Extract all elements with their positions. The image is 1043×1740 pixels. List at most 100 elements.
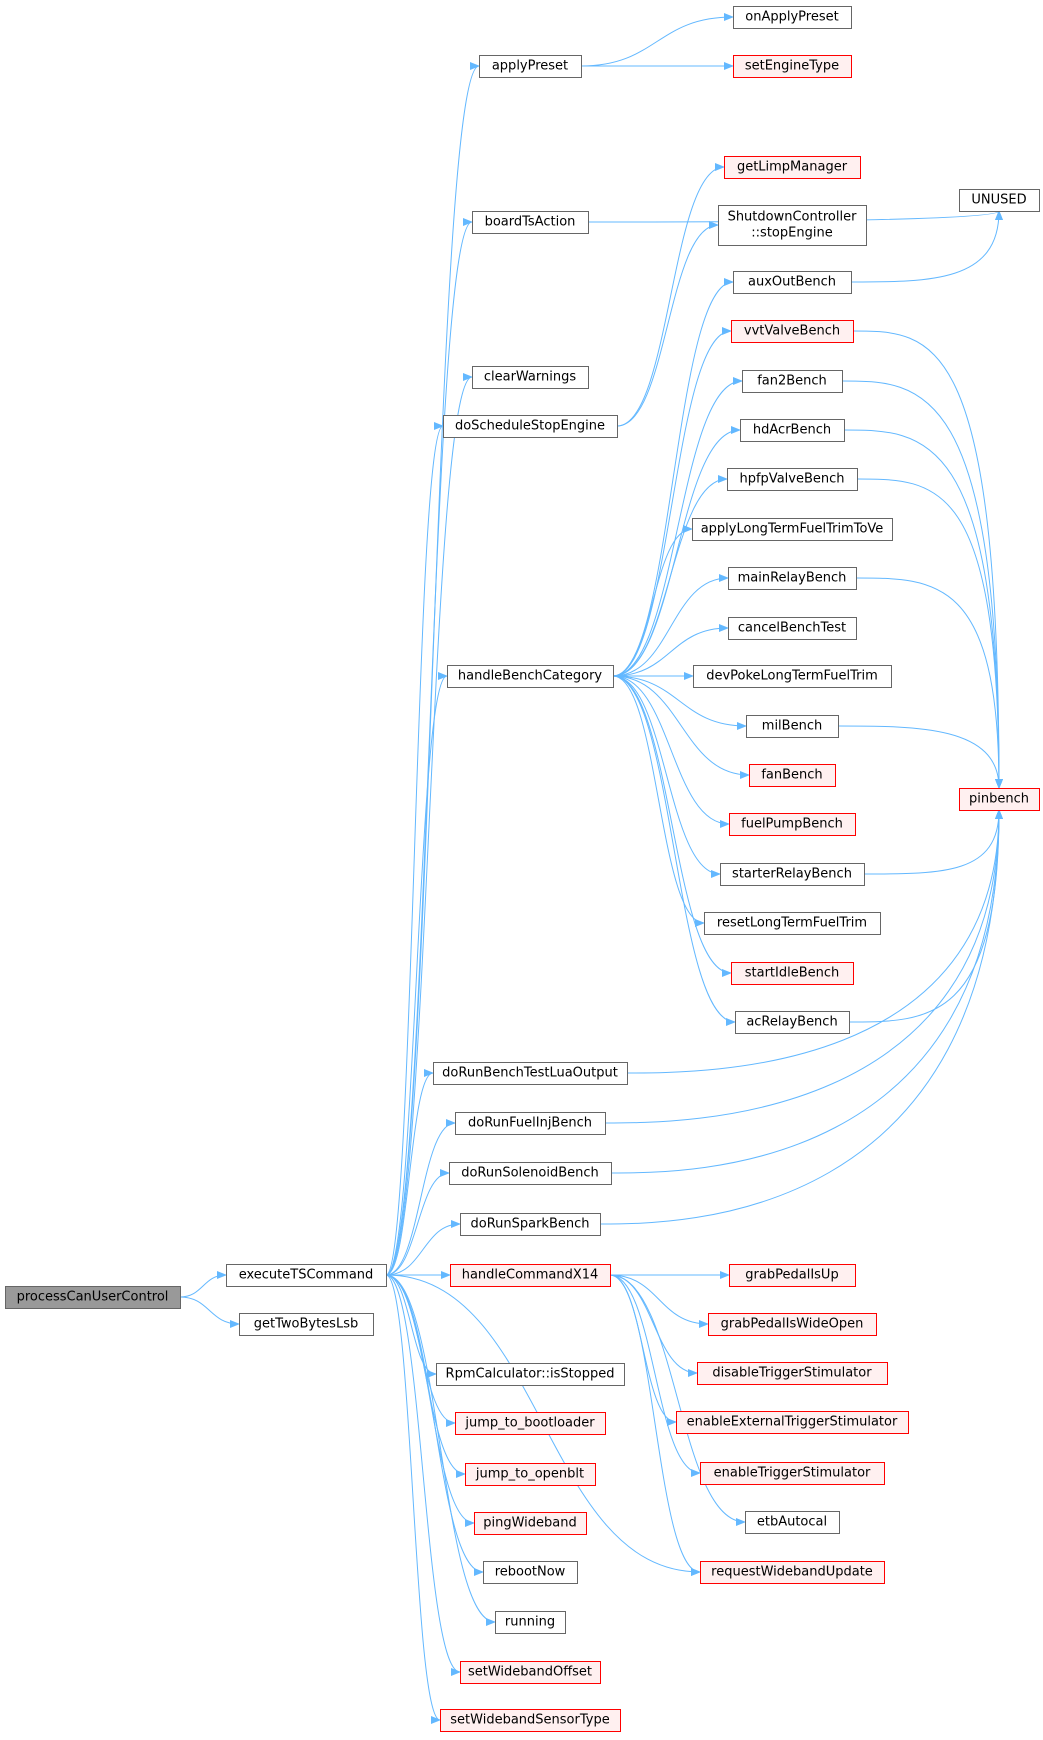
edge-starterRelayBench-to-pinbench (863, 809, 1003, 875)
node-box (729, 813, 856, 836)
graph-node-pingWideband[interactable]: pingWideband (474, 1512, 587, 1535)
node-label: executeTSCommand (239, 1268, 374, 1283)
graph-node-executeTSCommand[interactable]: executeTSCommand (226, 1264, 387, 1287)
node-box (733, 6, 852, 29)
graph-node-grabPedalIsWideOpen[interactable]: grabPedalIsWideOpen (708, 1313, 877, 1336)
edge-fan2Bench-to-pinbench (841, 380, 1003, 789)
node-label: doScheduleStopEngine (455, 419, 605, 434)
graph-node-doRunBenchTestLuaOutput[interactable]: doRunBenchTestLuaOutput (433, 1062, 628, 1085)
graph-node-UNUSED[interactable]: UNUSED (959, 189, 1040, 212)
node-box (433, 1062, 628, 1085)
graph-node-enableExternalTriggerStimulator[interactable]: enableExternalTriggerStimulator (676, 1411, 909, 1434)
node-label: milBench (762, 719, 822, 734)
node-box (495, 1611, 566, 1634)
graph-node-milBench[interactable]: milBench (746, 715, 839, 738)
graph-node-requestWidebandUpdate[interactable]: requestWidebandUpdate (700, 1561, 885, 1584)
node-label: mainRelayBench (738, 571, 847, 586)
node-box (693, 665, 892, 688)
edge-handleBenchCategory-to-fan2Bench (612, 377, 743, 677)
node-box (733, 55, 852, 78)
node-label: RpmCalculator::isStopped (446, 1367, 615, 1382)
edge-handleBenchCategory-to-fanBench (612, 675, 750, 779)
graph-node-startIdleBench[interactable]: startIdleBench (731, 962, 854, 985)
node-box (749, 764, 836, 787)
node-label: vvtValveBench (744, 324, 840, 339)
graph-node-jump_to_bootloader[interactable]: jump_to_bootloader (455, 1412, 606, 1435)
graph-node-setEngineType[interactable]: setEngineType (733, 55, 852, 78)
graph-node-handleBenchCategory[interactable]: handleBenchCategory (447, 665, 614, 688)
node-box (447, 665, 614, 688)
node-label: clearWarnings (484, 370, 577, 385)
node-label: hdAcrBench (753, 423, 831, 438)
node-label: fanBench (761, 768, 822, 783)
node-box (465, 1463, 596, 1486)
node-box (718, 205, 867, 246)
edge-handleBenchCategory-to-acRelayBench (612, 675, 736, 1026)
node-box (728, 567, 857, 590)
graph-node-doRunFuelInjBench[interactable]: doRunFuelInjBench (455, 1112, 606, 1135)
node-box (746, 715, 839, 738)
graph-node-hpfpValveBench[interactable]: hpfpValveBench (727, 468, 858, 491)
node-box (479, 55, 582, 78)
graph-node-grabPedalIsUp[interactable]: grabPedalIsUp (729, 1264, 856, 1287)
graph-node-acRelayBench[interactable]: acRelayBench (735, 1011, 850, 1034)
node-box (436, 1363, 625, 1386)
node-label: starterRelayBench (732, 867, 852, 882)
graph-node-starterRelayBench[interactable]: starterRelayBench (720, 863, 865, 886)
graph-node-doRunSparkBench[interactable]: doRunSparkBench (460, 1213, 601, 1236)
graph-node-handleCommandX14[interactable]: handleCommandX14 (450, 1264, 611, 1287)
graph-node-fanBench[interactable]: fanBench (749, 764, 836, 787)
node-label: onApplyPreset (745, 10, 838, 25)
graph-node-pinbench[interactable]: pinbench (959, 788, 1040, 811)
graph-node-boardTsAction[interactable]: boardTsAction (472, 211, 589, 234)
graph-node-auxOutBench[interactable]: auxOutBench (733, 271, 852, 294)
graph-node-etbAutocal[interactable]: etbAutocal (745, 1511, 840, 1534)
edges-layer (179, 13, 1003, 1724)
graph-node-doScheduleStopEngine[interactable]: doScheduleStopEngine (443, 415, 618, 438)
node-label: grabPedalIsUp (745, 1268, 838, 1283)
edge-doRunBenchTestLuaOutput-to-pinbench (626, 809, 1003, 1074)
node-box (472, 211, 589, 234)
edge-handleBenchCategory-to-hdAcrBench (612, 426, 741, 677)
graph-node-hdAcrBench[interactable]: hdAcrBench (740, 419, 845, 442)
graph-node-cancelBenchTest[interactable]: cancelBenchTest (728, 617, 857, 640)
edge-handleBenchCategory-to-applyLongTermFuelTrimToVe (612, 525, 693, 677)
graph-node-getLimpManager[interactable]: getLimpManager (724, 156, 861, 179)
graph-node-onApplyPreset[interactable]: onApplyPreset (733, 6, 852, 29)
graph-node-applyPreset[interactable]: applyPreset (479, 55, 582, 78)
graph-node-setWidebandSensorType[interactable]: setWidebandSensorType (440, 1709, 621, 1732)
graph-node-running[interactable]: running (495, 1611, 566, 1634)
node-box (460, 1661, 601, 1684)
edge-handleBenchCategory-to-startIdleBench (612, 675, 732, 977)
node-box (474, 1512, 587, 1535)
graph-node-setWidebandOffset[interactable]: setWidebandOffset (460, 1661, 601, 1684)
graph-node-resetLongTermFuelTrim[interactable]: resetLongTermFuelTrim (704, 912, 881, 935)
graph-node-getTwoBytesLsb[interactable]: getTwoBytesLsb (239, 1313, 374, 1336)
graph-node-stopEngine[interactable]: ShutdownController::stopEngine (718, 205, 867, 246)
node-label: UNUSED (971, 193, 1026, 208)
graph-node-rebootNow[interactable]: rebootNow (483, 1561, 578, 1584)
graph-node-clearWarnings[interactable]: clearWarnings (472, 366, 589, 389)
graph-node-devPokeLongTermFuelTrim[interactable]: devPokeLongTermFuelTrim (693, 665, 892, 688)
node-label: pingWideband (483, 1516, 577, 1531)
graph-node-enableTriggerStimulator[interactable]: enableTriggerStimulator (700, 1462, 885, 1485)
node-box (450, 1264, 611, 1287)
edge-processCanUserControl-to-getTwoBytesLsb (179, 1296, 240, 1328)
node-box (692, 518, 893, 541)
edge-handleBenchCategory-to-starterRelayBench (612, 675, 721, 878)
graph-node-mainRelayBench[interactable]: mainRelayBench (728, 567, 857, 590)
node-box (720, 863, 865, 886)
edge-milBench-to-pinbench (837, 725, 1003, 789)
graph-node-applyLongTermFuelTrimToVe[interactable]: applyLongTermFuelTrimToVe (692, 518, 893, 541)
graph-node-fan2Bench[interactable]: fan2Bench (742, 370, 843, 393)
graph-node-jump_to_openblt[interactable]: jump_to_openblt (465, 1463, 596, 1486)
node-label: getLimpManager (737, 160, 848, 175)
graph-node-fuelPumpBench[interactable]: fuelPumpBench (729, 813, 856, 836)
graph-node-isStopped[interactable]: RpmCalculator::isStopped (436, 1363, 625, 1386)
edge-executeTSCommand-to-rebootNow (385, 1274, 484, 1576)
graph-node-disableTriggerStimulator[interactable]: disableTriggerStimulator (697, 1362, 888, 1385)
graph-node-doRunSolenoidBench[interactable]: doRunSolenoidBench (449, 1162, 612, 1185)
node-label: doRunSparkBench (470, 1217, 589, 1232)
graph-node-vvtValveBench[interactable]: vvtValveBench (731, 320, 854, 343)
node-label: hpfpValveBench (739, 472, 844, 487)
